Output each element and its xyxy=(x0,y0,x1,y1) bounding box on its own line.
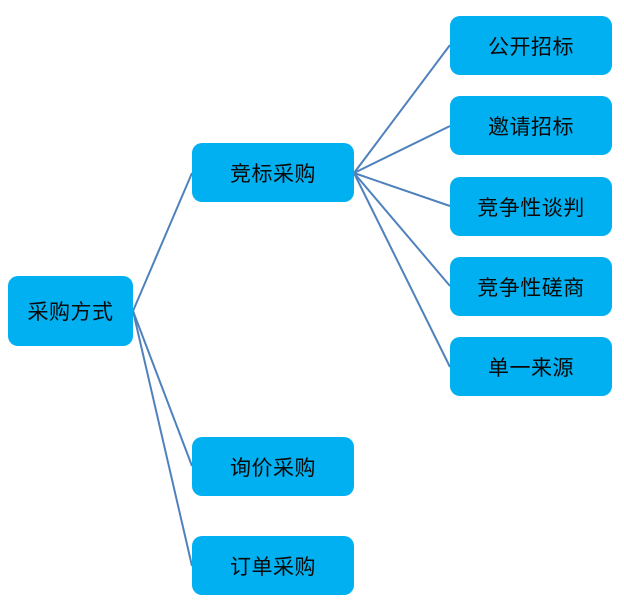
node-label: 订单采购 xyxy=(230,554,316,579)
node-open-tender: 公开招标 xyxy=(450,16,612,75)
connector-root-xunjia xyxy=(132,310,193,467)
node-label: 询价采购 xyxy=(230,455,316,480)
node-inquiry-procurement: 询价采购 xyxy=(192,437,354,496)
connector-root-dingdan xyxy=(132,310,193,567)
node-competitive-consultation: 竞争性磋商 xyxy=(450,257,612,316)
node-procurement-methods: 采购方式 xyxy=(8,276,133,346)
node-label: 竞争性磋商 xyxy=(477,275,585,300)
node-label: 竞标采购 xyxy=(230,161,316,186)
node-competitive-bidding: 竞标采购 xyxy=(192,143,354,202)
node-competitive-negotiation: 竞争性谈判 xyxy=(450,177,612,236)
connector-jingbiao-tanpan xyxy=(353,172,451,207)
connector-root-jingbiao xyxy=(132,172,193,312)
node-label: 单一来源 xyxy=(488,355,574,380)
connector-jingbiao-gongkai xyxy=(353,44,451,174)
node-label: 竞争性谈判 xyxy=(477,195,585,220)
connector-jingbiao-danyi xyxy=(353,172,451,368)
node-label: 采购方式 xyxy=(27,300,114,324)
connector-jingbiao-cuoshang xyxy=(353,172,451,287)
node-order-procurement: 订单采购 xyxy=(192,536,354,595)
connector-jingbiao-yaoqing xyxy=(353,125,451,174)
node-label: 公开招标 xyxy=(488,34,574,59)
node-single-source: 单一来源 xyxy=(450,337,612,396)
node-invited-tender: 邀请招标 xyxy=(450,96,612,155)
node-label: 邀请招标 xyxy=(488,114,574,139)
